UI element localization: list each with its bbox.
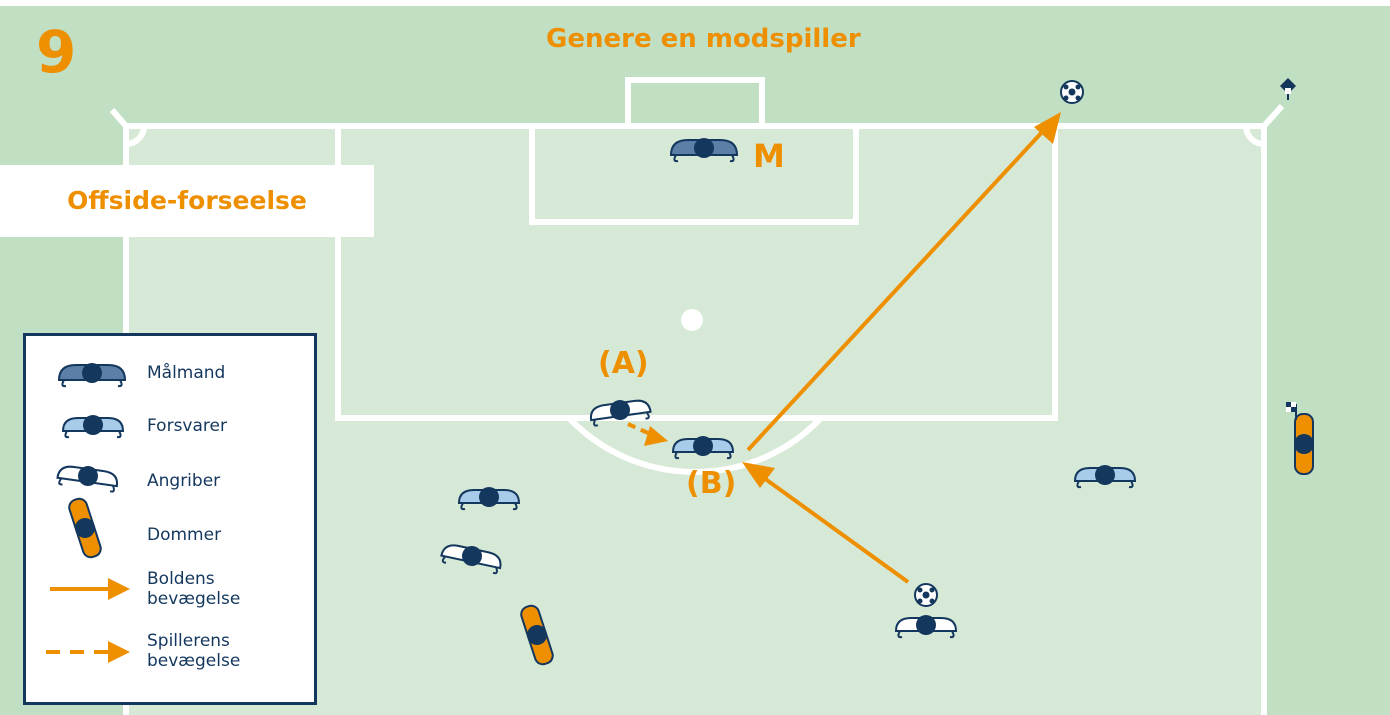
player-movement-arrow [627, 422, 668, 446]
ball-movement-arrow-shot [746, 112, 1061, 452]
legend-defender-icon [62, 414, 124, 439]
legend: Målmand Forsvarer Angriber Dommer Bolden… [23, 333, 317, 705]
soccer-ball-icon [1060, 80, 1084, 104]
goalkeeper-label: M [753, 137, 785, 175]
penalty-spot [681, 309, 703, 331]
legend-ball-movement-line2: bevægelse [147, 589, 241, 609]
legend-player-movement-line1: Spillerens [147, 631, 230, 651]
legend-ball-movement-line1: Boldens [147, 569, 215, 589]
corner-flag-icon [1280, 78, 1296, 100]
legend-goalkeeper-icon [58, 362, 126, 388]
soccer-ball-icon [914, 583, 938, 607]
position-b-label: (B) [686, 466, 737, 501]
legend-goalkeeper-label: Målmand [147, 363, 226, 383]
infraction-panel [0, 165, 374, 237]
position-a-label: (A) [598, 346, 649, 381]
infraction-title: Offside-forseelse [67, 186, 307, 215]
legend-ball-arrow-icon [50, 578, 130, 600]
legend-attacker-icon [55, 460, 121, 494]
assistant-referee [1293, 413, 1315, 475]
scene-number: 9 [36, 18, 77, 86]
assistant-referee-flag-icon [1286, 402, 1297, 420]
legend-referee-label: Dommer [147, 525, 222, 545]
legend-defender-label: Forsvarer [147, 416, 227, 436]
page-title: Genere en modspiller [546, 24, 861, 54]
legend-attacker-label: Angriber [147, 471, 221, 491]
legend-player-arrow-icon [46, 641, 130, 663]
ball-movement-arrow-pass [742, 462, 910, 584]
legend-player-movement-line2: bevægelse [147, 651, 241, 671]
legend-referee-icon [65, 495, 105, 561]
